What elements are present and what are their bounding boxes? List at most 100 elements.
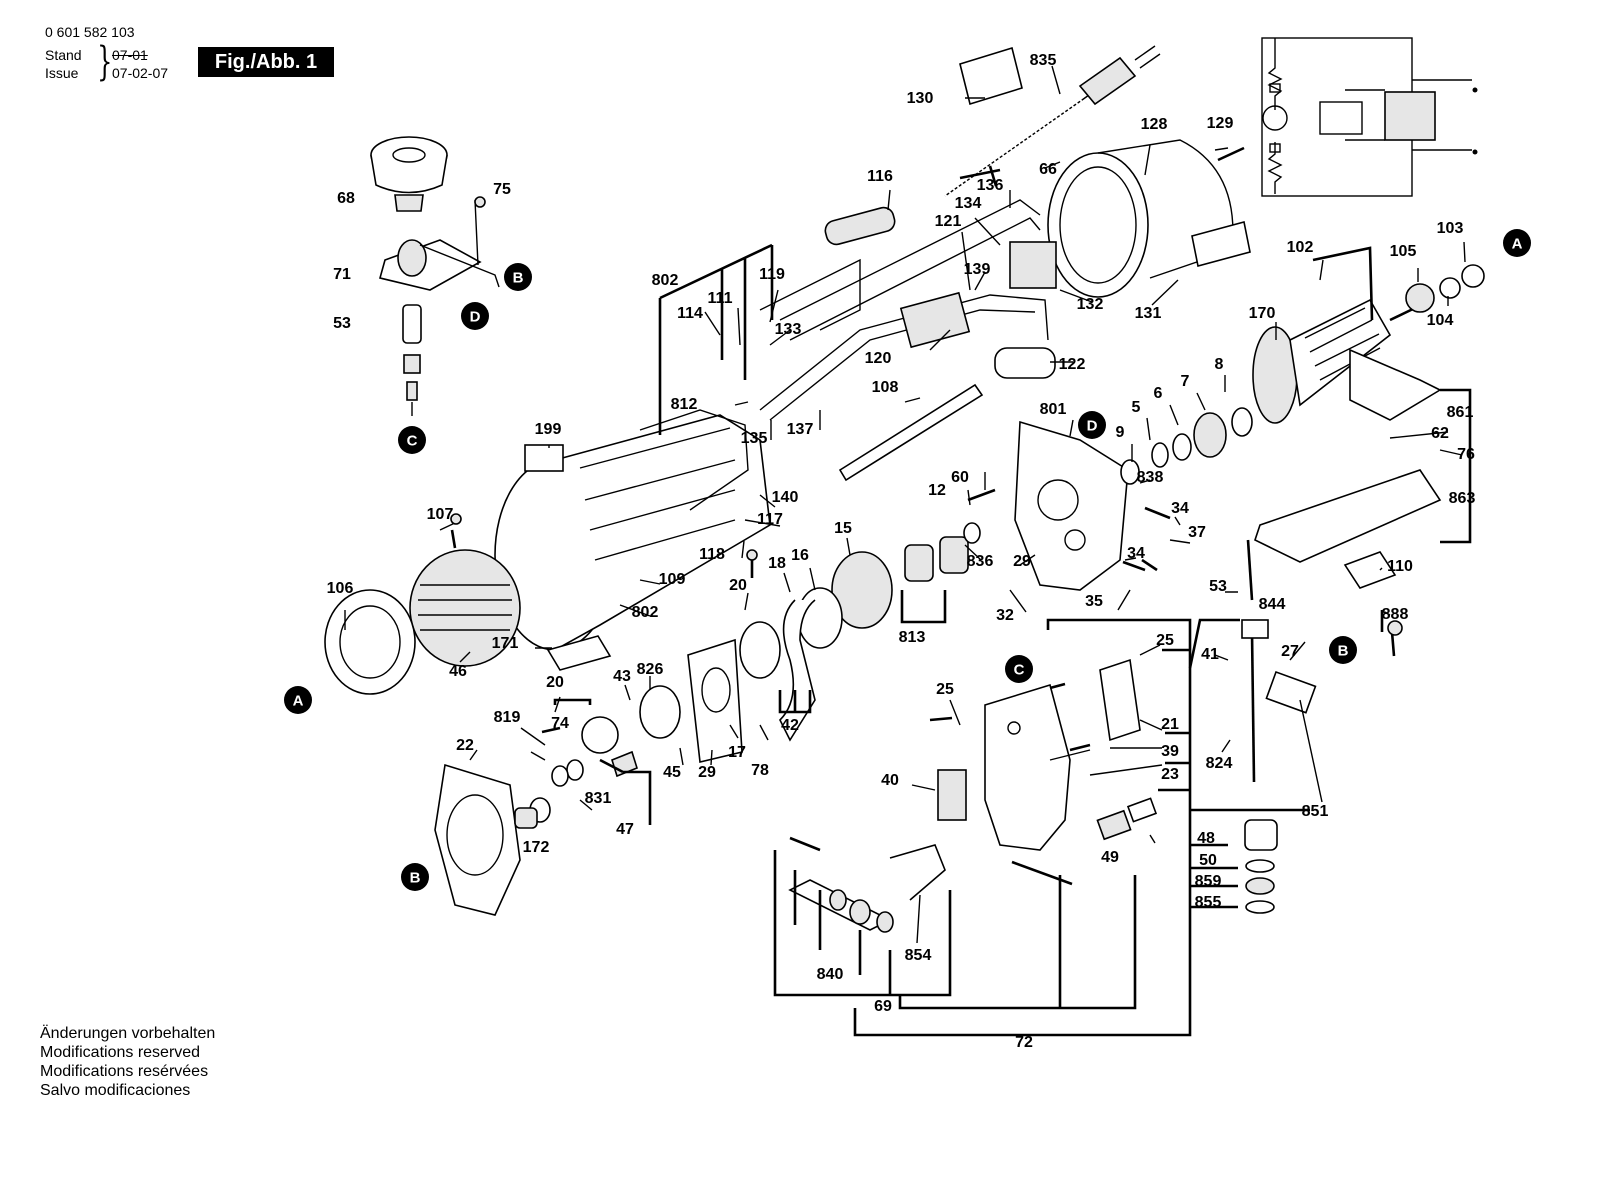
part-label: 855 [1195,894,1222,911]
needle-bearing-b [939,536,969,574]
spring-18 [779,599,816,742]
wiring-harness [759,199,1049,421]
part-label: 106 [327,580,354,597]
part-label: 74 [551,715,569,732]
ring-20b [639,685,681,739]
part-label: 43 [613,668,631,685]
part-label: 25 [936,681,954,698]
motor-housing-sleeve [1047,139,1234,298]
part-label: 16 [791,547,809,564]
part-label: 108 [872,379,899,396]
screws [450,196,1403,752]
part-label: 121 [935,213,962,230]
wiring-schematic [1261,37,1478,197]
knob-assembly [370,136,500,416]
issue-label: Issue [45,65,79,81]
brace-icon: } [97,39,113,85]
part-label: 76 [1457,446,1475,463]
part-label: 836 [967,553,994,570]
part-label: 53 [1209,578,1227,595]
part-label: 132 [1077,296,1104,313]
washer-104 [1439,277,1461,299]
reference-marker-a: A [284,686,312,714]
part-label: 34 [1127,545,1145,562]
part-label: 114 [677,305,703,322]
eccentric-disc [581,716,619,754]
grouping-brackets [553,243,1472,1037]
part-label: 40 [881,772,899,789]
reference-marker-b: B [504,263,532,291]
note-de: Änderungen vorbehalten [40,1025,216,1042]
part-label: 140 [772,489,799,506]
bearing-105 [1405,283,1435,313]
part-label: 888 [1382,606,1409,623]
reference-marker-b: B [401,863,429,891]
part-label: 134 [955,195,982,212]
field-coil [409,549,521,667]
needle-bearing-a [904,544,934,582]
part-label: 15 [834,520,852,537]
plate-22 [687,638,743,763]
part-label: 47 [616,821,634,838]
part-label: 37 [1188,524,1206,541]
note-fr: Modifications resérvées [40,1063,209,1080]
gear-case-lower [984,683,1091,886]
part-label: 41 [1201,646,1219,663]
screw-129 [1217,146,1245,162]
part-label: 826 [637,661,664,678]
reference-circle [461,302,489,330]
part-label: 17 [728,744,746,761]
reference-letter: C [1014,662,1025,679]
part-label: 831 [585,790,612,807]
part-label: 851 [1302,803,1329,820]
part-label: 105 [1390,243,1417,260]
part-label: 53 [333,315,351,332]
part-label: 199 [535,421,562,438]
ring-9 [1120,459,1140,485]
modification-notes: Änderungen vorbehalten Modifications res… [40,1024,215,1100]
pad-851a [1096,809,1132,841]
reference-circle [1503,229,1531,257]
reference-letter: A [1512,236,1523,253]
part-label: 119 [759,266,785,283]
part-label: 23 [1161,766,1179,783]
part-label: 129 [1207,115,1234,132]
part-label: 120 [865,350,892,367]
washer-6 [1172,433,1192,461]
part-label: 66 [1039,161,1057,178]
part-label: 34 [1171,500,1189,517]
part-label: 844 [1259,596,1286,613]
label-199 [524,444,564,472]
part-label: 109 [659,571,686,588]
part-label: 802 [632,604,659,621]
reference-letter: C [407,433,418,450]
part-label: 859 [1195,873,1222,890]
part-label: 7 [1181,373,1190,390]
roller-assembly [788,836,946,933]
part-label: 861 [1447,404,1474,421]
plunger-rod [1250,631,1256,783]
part-label: 32 [996,607,1014,624]
capacitor [994,347,1056,379]
part-label: 110 [1387,558,1413,575]
washer-12 [963,522,981,544]
part-label: 838 [1137,469,1164,486]
issue-date: 07-02-07 [112,65,169,81]
bracket-43 [1099,658,1141,742]
gasket-39 [434,763,521,916]
reference-circle [1329,636,1357,664]
part-label: 48 [1197,830,1215,847]
main-housing [494,409,771,651]
part-label: 71 [333,266,351,283]
part-label: 21 [1161,716,1179,733]
washer-48 [1245,859,1275,873]
bracket-46 [1265,670,1317,714]
part-label: 18 [768,555,786,572]
part-label: 102 [1287,239,1314,256]
bearing-49 [1245,877,1275,895]
ring-20a [739,621,781,679]
leader-lines [344,65,1466,944]
part-label: 128 [1141,116,1168,133]
part-label: 111 [708,290,733,307]
